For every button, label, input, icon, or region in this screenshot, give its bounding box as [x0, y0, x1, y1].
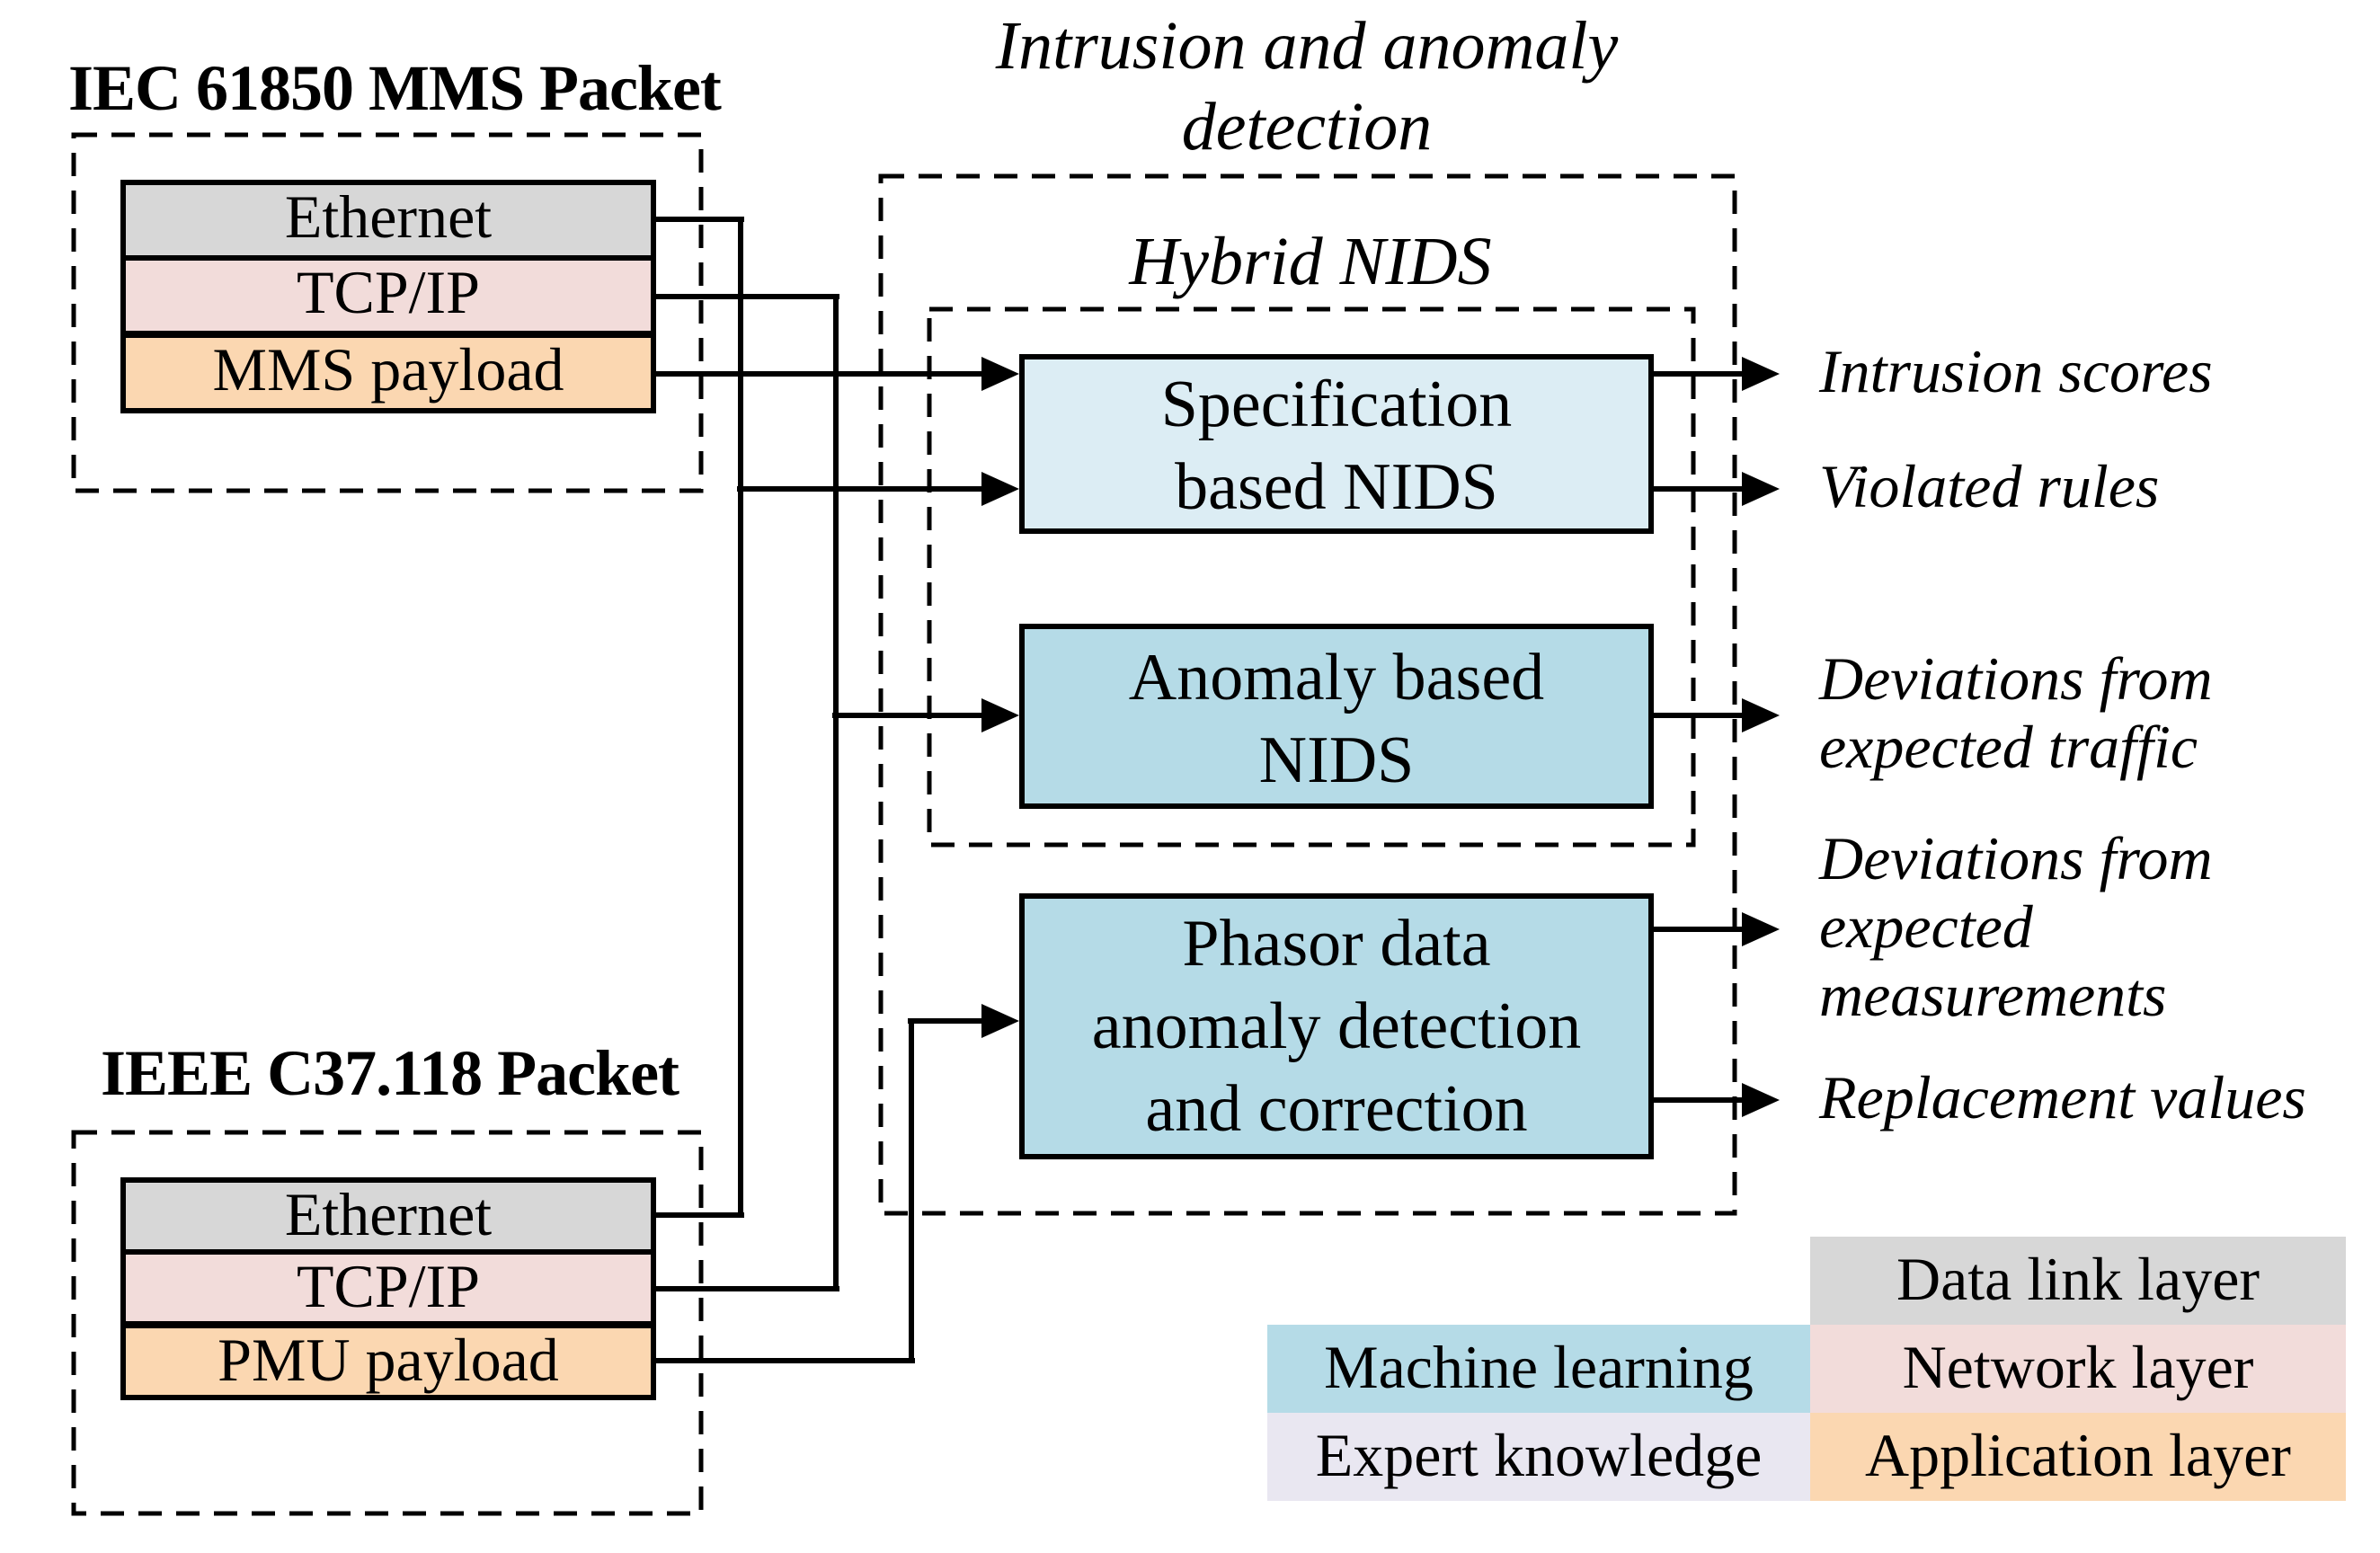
intrusion-detection-title: Intrusion and anomaly detection — [857, 7, 1756, 169]
legend-network-layer: Network layer — [1810, 1325, 2346, 1413]
mms-layer-payload: MMS payload — [120, 333, 656, 413]
ieee-layer-payload-label: PMU payload — [218, 1328, 559, 1395]
spec-based-nids-box: Specification based NIDS — [1019, 354, 1654, 534]
mms-layer-payload-label: MMS payload — [212, 338, 564, 404]
ieee-layer-ethernet-label: Ethernet — [284, 1183, 493, 1249]
ieee-layer-tcpip-label: TCP/IP — [296, 1255, 481, 1321]
mms-layer-ethernet: Ethernet — [120, 180, 656, 261]
output-deviations-traffic: Deviations from expected traffic — [1819, 647, 2213, 784]
ieee-layer-ethernet: Ethernet — [120, 1177, 656, 1255]
intrusion-detection-title-line2: detection — [1181, 90, 1433, 165]
phasor-box-line1: Phasor data — [1182, 908, 1491, 981]
hybrid-nids-title: Hybrid NIDS — [1129, 225, 1492, 300]
output-violated-rules: Violated rules — [1819, 455, 2160, 521]
output-replacement-values: Replacement values — [1819, 1066, 2306, 1132]
legend-expert-knowledge-label: Expert knowledge — [1315, 1424, 1763, 1490]
arrowhead-into-phasor — [981, 1004, 1019, 1038]
mms-layer-tcpip: TCP/IP — [120, 255, 656, 336]
phasor-box-line3: and correction — [1145, 1073, 1528, 1147]
spec-based-nids-line1: Specification — [1160, 368, 1513, 442]
output-deviations-measurements-line1: Deviations from — [1819, 827, 2213, 893]
legend-data-link-layer: Data link layer — [1810, 1237, 2346, 1325]
ieee-layer-tcpip: TCP/IP — [120, 1249, 656, 1327]
mms-layer-ethernet-label: Ethernet — [284, 185, 493, 252]
anomaly-based-nids-line1: Anomaly based — [1128, 642, 1545, 715]
intrusion-detection-title-line1: Intrusion and anomaly — [995, 9, 1619, 84]
legend-expert-knowledge: Expert knowledge — [1267, 1413, 1810, 1501]
arrowhead-into-spec-nids-2 — [981, 472, 1019, 506]
output-deviations-measurements: Deviations from expected measurements — [1819, 827, 2213, 1032]
output-deviations-measurements-line3: measurements — [1819, 963, 2167, 1030]
arrowhead-out-intrusion-scores — [1742, 357, 1780, 391]
legend-application-layer-label: Application layer — [1865, 1424, 2291, 1490]
anomaly-based-nids-line2: NIDS — [1258, 724, 1415, 798]
phasor-box: Phasor data anomaly detection and correc… — [1019, 893, 1654, 1159]
phasor-box-line2: anomaly detection — [1091, 990, 1582, 1064]
output-deviations-traffic-line2: expected traffic — [1819, 715, 2198, 782]
output-deviations-measurements-line2: expected — [1819, 895, 2033, 962]
legend-machine-learning: Machine learning — [1267, 1325, 1810, 1413]
legend-application-layer: Application layer — [1810, 1413, 2346, 1501]
ieee-packet-title: IEEE C37.118 Packet — [101, 1037, 679, 1109]
arrowhead-out-deviations-measurements — [1742, 912, 1780, 946]
legend-network-layer-label: Network layer — [1902, 1336, 2254, 1402]
arrowhead-out-replacement-values — [1742, 1083, 1780, 1117]
mms-packet-title: IEC 61850 MMS Packet — [68, 52, 722, 124]
arrowhead-out-violated-rules — [1742, 472, 1780, 506]
ieee-layer-payload: PMU payload — [120, 1323, 656, 1400]
spec-based-nids-line2: based NIDS — [1175, 451, 1498, 525]
output-intrusion-scores: Intrusion scores — [1819, 340, 2213, 406]
arrowhead-into-spec-nids-1 — [981, 357, 1019, 391]
legend-data-link-layer-label: Data link layer — [1896, 1247, 2260, 1314]
anomaly-based-nids-box: Anomaly based NIDS — [1019, 624, 1654, 809]
arrowhead-into-anomaly-nids — [981, 698, 1019, 732]
arrowhead-out-deviations-traffic — [1742, 698, 1780, 732]
output-deviations-traffic-line1: Deviations from — [1819, 647, 2213, 714]
mms-layer-tcpip-label: TCP/IP — [296, 261, 481, 327]
legend-machine-learning-label: Machine learning — [1324, 1336, 1754, 1402]
